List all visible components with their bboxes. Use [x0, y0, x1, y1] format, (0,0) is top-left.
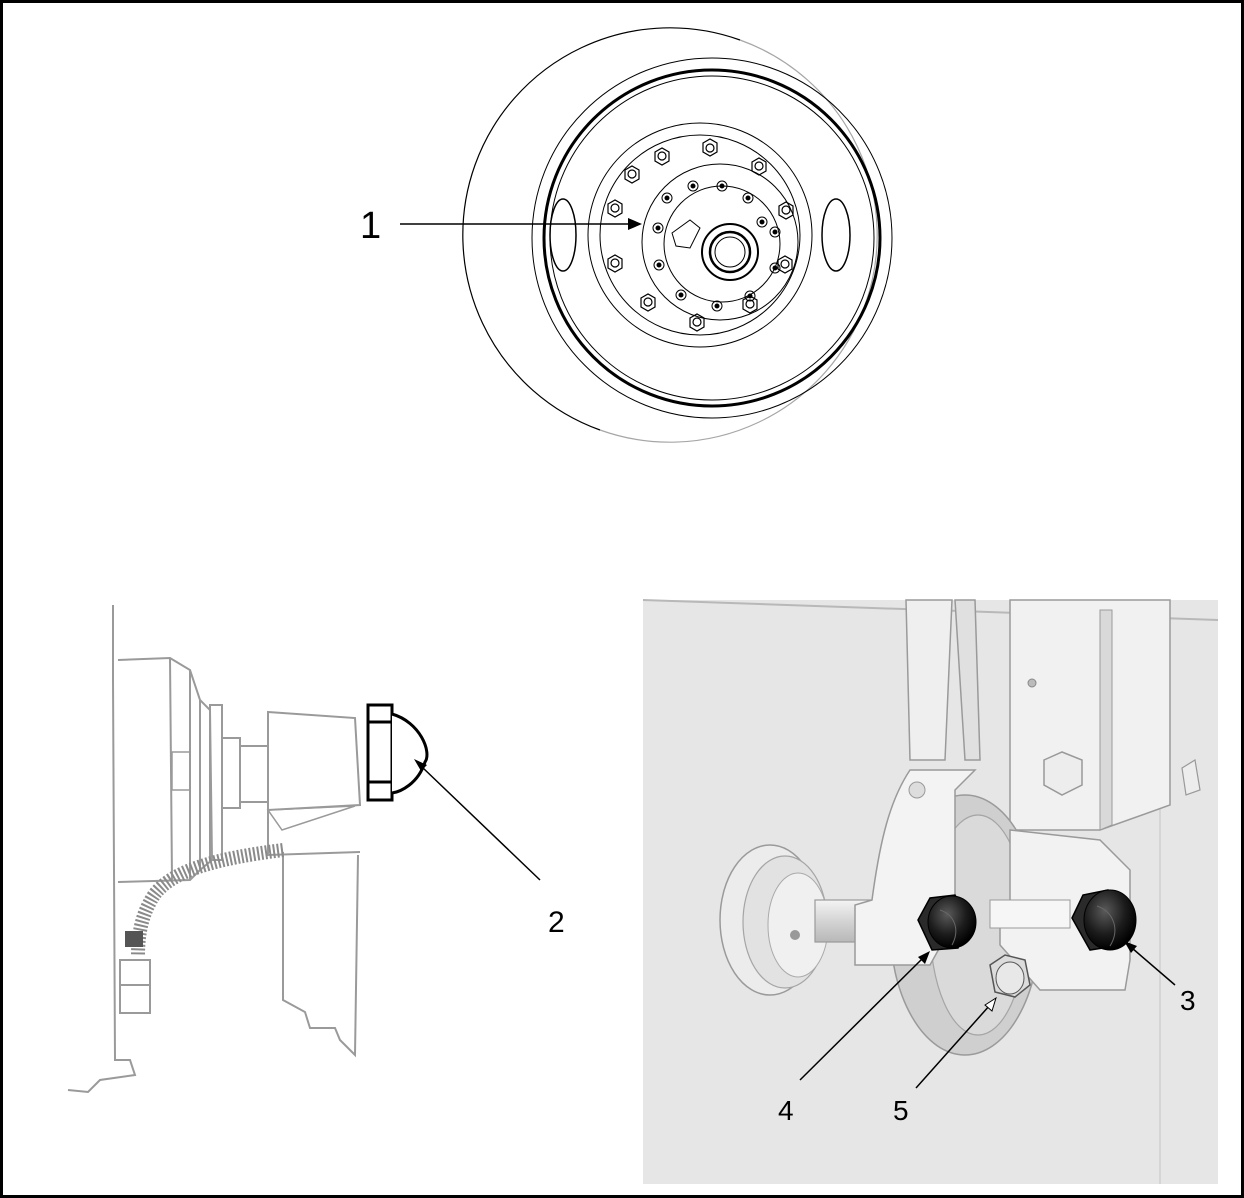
wheel-nut — [742, 295, 758, 314]
wheel-nut — [702, 138, 718, 157]
wheel-nut — [778, 201, 794, 220]
callout-5: 5 — [893, 996, 997, 1126]
wheel-nut — [689, 313, 705, 332]
cap-nut-side — [366, 703, 429, 802]
wheel-hub-drawing — [462, 27, 893, 443]
adjustment-render — [642, 599, 1219, 1184]
callout-3-label: 3 — [1180, 985, 1196, 1016]
side-view-drawing — [67, 605, 362, 1094]
callout-2: 2 — [414, 759, 565, 939]
callout-5-label: 5 — [893, 1095, 909, 1126]
knob-4 — [917, 894, 977, 951]
wheel-nut — [607, 254, 623, 273]
wheel-nut — [640, 293, 656, 312]
callout-4-label: 4 — [778, 1095, 794, 1126]
callout-1: 1 — [360, 205, 642, 247]
wheel-nut — [777, 255, 793, 274]
callout-2-label: 2 — [548, 906, 565, 939]
wheel-nut — [751, 157, 767, 176]
callout-1-label: 1 — [360, 205, 381, 247]
wheel-nut — [654, 147, 670, 166]
knob-3 — [1071, 889, 1137, 951]
callout-4: 4 — [778, 951, 930, 1126]
wheel-nut — [624, 165, 640, 184]
callout-3: 3 — [1124, 941, 1196, 1016]
wheel-nut — [607, 199, 623, 218]
